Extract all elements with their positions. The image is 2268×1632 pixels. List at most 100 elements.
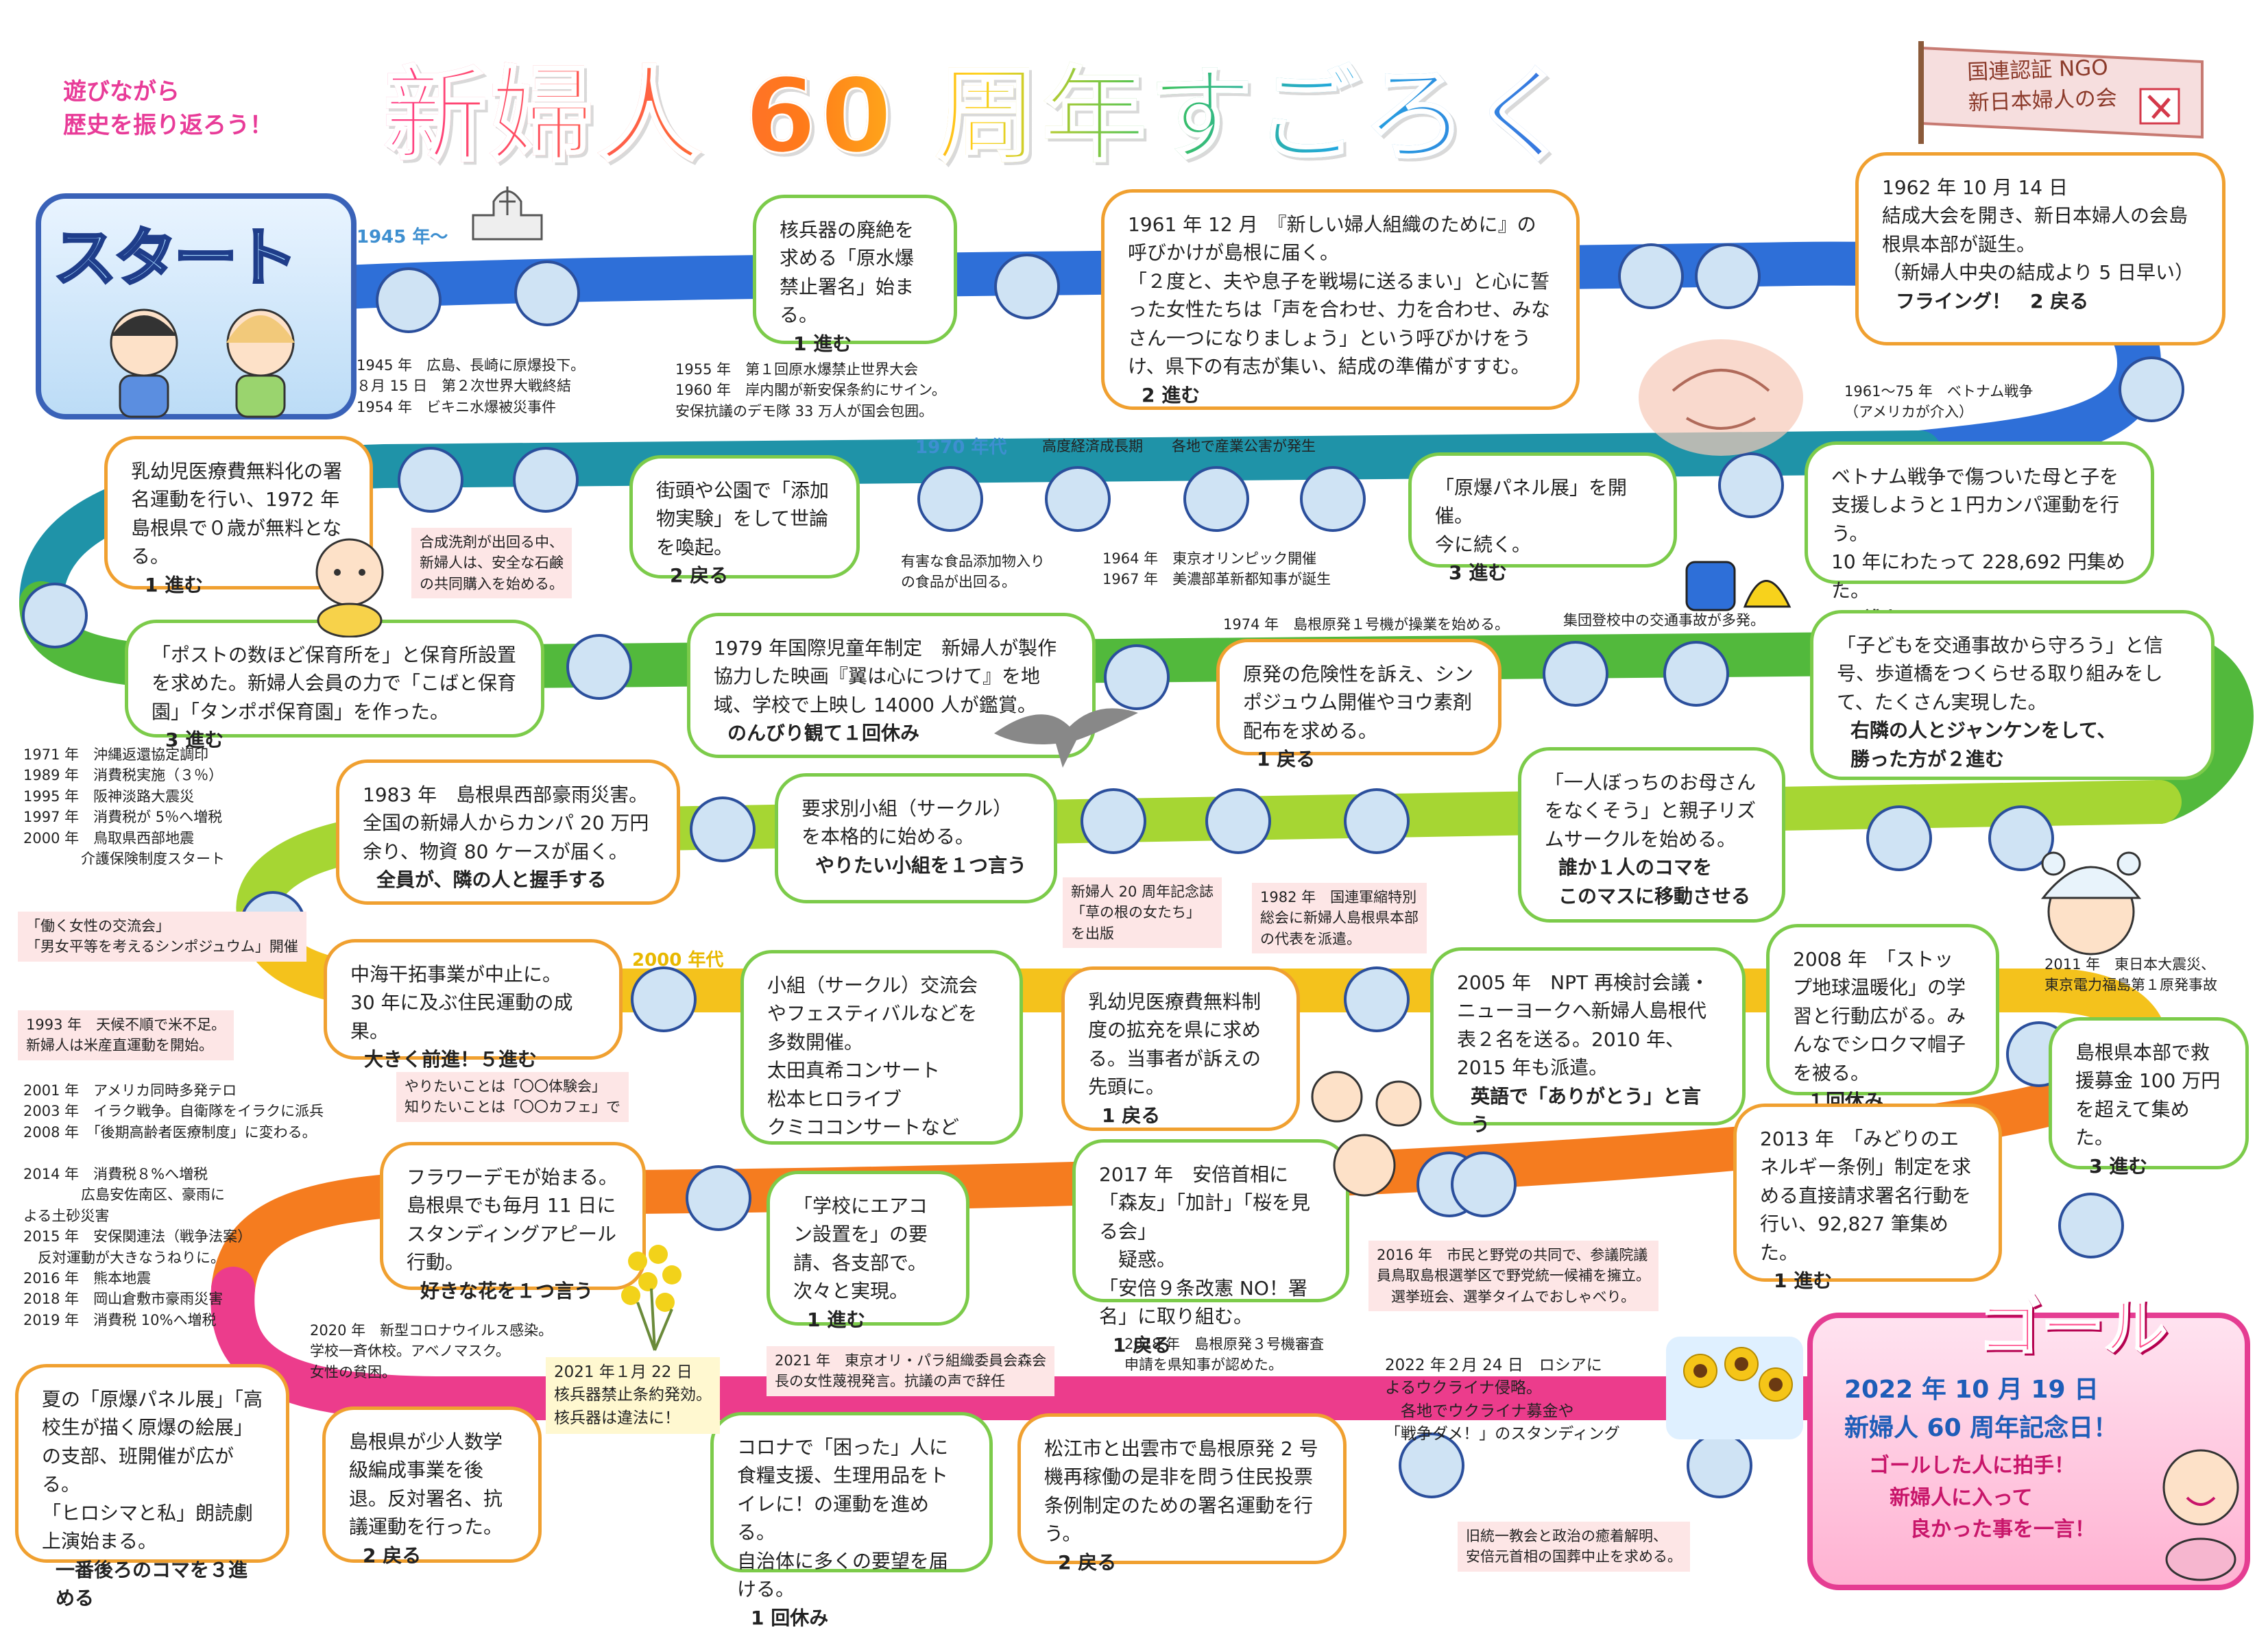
era-label-2000: 2000 年代 [632,950,724,971]
board-square[interactable] [1543,641,1608,707]
event-card[interactable]: 1961 年 12 月 『新しい婦人組織のために』の呼びかけが島根に届く。 「２… [1101,189,1580,410]
event-text: 松江市と出雲市で島根原発 2 号機再稼働の是非を問う住民投票条例制定のための署名… [1044,1437,1318,1546]
event-card[interactable]: 1962 年 10 月 14 日 結成大会を開き、新日本婦人の会島根県本部が誕生… [1855,152,2225,345]
board-square[interactable] [398,447,463,513]
event-text: 島根県が少人数学級編成事業を後退。反対署名、抗議運動を行った。 [349,1430,503,1539]
event-action: 2 進む [1142,383,1201,406]
board-square[interactable] [917,466,983,532]
history-note: 2011 年 東日本大震災、 東京電力福島第１原発事故 [2044,956,2217,994]
goal-date: 2022 年 10 月 19 日 新婦人 60 周年記念日！ [1844,1376,2119,1442]
board-square[interactable] [514,260,580,326]
event-action: 1 戻る [1102,1104,1161,1127]
event-card[interactable]: 2005 年 NPT 再検討会議・ニューヨークへ新婦人島根代表２名を送る。201… [1430,947,1746,1136]
event-card[interactable]: 松江市と出雲市で島根原発 2 号機再稼働の是非を問う住民投票条例制定のための署名… [1017,1413,1347,1574]
event-card[interactable]: 中海干拓事業が中止に。 30 年に及ぶ住民運動の成果。大きく前進！５進む [324,939,623,1071]
event-card[interactable]: 「学校にエアコン設置を」の要請、各支部で。次々と実現。1 進む [767,1171,969,1331]
event-card[interactable]: 「原爆パネル展」を開催。 今に続く。3 進む [1408,452,1677,584]
board-square[interactable] [1663,641,1729,707]
board-square[interactable] [566,634,632,700]
event-text: 原発の危険性を訴え、シンポジュウム開催やヨウ素剤配布を求める。 [1243,663,1474,742]
board-square[interactable] [1988,805,2054,871]
event-action: やりたい小組を１つ言う [815,853,1027,877]
event-text: コロナで「困った」人に食糧支援、生理用品をトイレに！の運動を進める。 自治体に多… [737,1436,949,1601]
event-text: 2017 年 安倍首相に「森友」「加計」「桜を見る会」 疑惑。 「安倍９条改憲 … [1099,1163,1311,1328]
board-square[interactable] [1695,243,1761,309]
board-square[interactable] [1104,644,1170,710]
history-note: 2018 年 島根原発３号機審査 申請を県知事が認めた。 [1124,1336,1325,1374]
event-card[interactable]: 原発の危険性を訴え、シンポジュウム開催やヨウ素剤配布を求める。1 戻る [1216,639,1501,770]
children-illustration-icon [110,308,295,418]
event-card[interactable]: 2008 年 「ストップ地球温暖化」の学習と行動広がる。みんなでシロクマ帽子を被… [1766,924,1999,1112]
board-square[interactable] [1205,788,1271,854]
board-square[interactable] [1344,966,1410,1032]
goal-text: ゴールした人に拍手！ 新婦人に入って 良かった事を一言！ [1869,1454,2095,1542]
event-card[interactable]: 「一人ぼっちのお母さんをなくそう」と親子リズムサークルを始める。誰か１人のコマを… [1518,747,1785,923]
board-square[interactable] [22,583,88,648]
event-card[interactable]: 島根県本部で救援募金 100 万円を超えて集めた。 3 進む [2049,1017,2249,1178]
baby-icon [315,538,384,637]
history-note: 1971 年 沖縄返還協定調印 1989 年 消費税実施（３％） 1995 年 … [23,746,225,868]
board-square[interactable] [1183,466,1249,532]
event-text: 2008 年 「ストップ地球温暖化」の学習と行動広がる。みんなでシロクマ帽子を被… [1793,948,1966,1084]
event-action: 3 進む [1449,561,1508,585]
history-note: 1945 年 広島、長崎に原爆投下。 ８月 15 日 第２次世界大戦終結 195… [357,357,586,415]
event-action: 一番後ろのコマを３進める [56,1558,248,1610]
board-square[interactable] [1687,1433,1752,1498]
event-text: 乳幼児医療費無料化の署名運動を行い、1972 年 島根県で０歳が無料となる。 [131,460,359,568]
history-note: 2022 年２月 24 日 ロシアに よるウクライナ侵略。 各地でウクライナ募金… [1385,1356,1620,1444]
event-text: 1979 年国際児童年制定 新婦人が製作協力した映画『翼は心につけて』を地域、学… [714,637,1057,716]
event-card[interactable]: 夏の「原爆パネル展」「高校生が描く原爆の絵展」の支部、班開催が広がる。 「ヒロシ… [15,1364,289,1609]
event-card[interactable]: 街頭や公園で「添加物実験」をして世論を喚起。2 戻る [629,455,860,587]
event-card[interactable]: 2017 年 安倍首相に「森友」「加計」「桜を見る会」 疑惑。 「安倍９条改憲 … [1072,1139,1349,1356]
event-card[interactable]: ベトナム戦争で傷ついた母と子を支援しようと１円カンパ運動を行う。 10 年にわた… [1805,441,2154,630]
board-square[interactable] [1399,1433,1464,1498]
board-square[interactable] [513,447,579,513]
event-text: 小組（サークル）交流会やフェスティバルなどを多数開催。 太田真希コンサート 松本… [767,974,978,1139]
board-square[interactable] [1045,466,1111,532]
board-square[interactable] [631,966,697,1032]
politicians-caricature-icon [1311,1071,1422,1197]
board-square[interactable] [1718,452,1784,518]
board-square[interactable] [1300,466,1366,532]
board-square[interactable] [2058,1193,2124,1258]
event-action: 2 戻る [363,1544,422,1567]
event-card[interactable]: 「ポストの数ほど保育所を」と保育所設置を求めた。新婦人会員の力で「こばと保育園」… [125,620,544,751]
event-card[interactable]: 2013 年 「みどりのエネルギー条例」制定を求める直接請求署名行動を行い、92… [1733,1104,2002,1292]
board-square[interactable] [1866,805,1932,871]
event-action: 3 進む [2089,1154,2148,1178]
event-card[interactable]: 島根県が少人数学級編成事業を後退。反対署名、抗議運動を行った。 2 戻る [322,1406,542,1567]
event-text: 夏の「原爆パネル展」「高校生が描く原爆の絵展」の支部、班開催が広がる。 「ヒロシ… [42,1388,263,1553]
event-card[interactable]: 1983 年 島根県西部豪雨災害。 全国の新婦人からカンパ 20 万円余り、物資… [336,759,680,905]
history-note: 1993 年 天候不順で米不足。 新婦人は米産直運動を開始。 [18,1010,234,1060]
event-card[interactable]: 小組（サークル）交流会やフェスティバルなどを多数開催。 太田真希コンサート 松本… [740,950,1023,1145]
board-square[interactable] [376,267,442,333]
board-square[interactable] [690,796,756,862]
board-square[interactable] [1344,788,1410,854]
event-card[interactable]: フラワーデモが始まる。島根県でも毎月 11 日にスタンディングアピール行動。好き… [380,1142,646,1302]
event-card[interactable]: 乳幼児医療費無料制度の拡充を県に求める。当事者が訴えの先頭に。1 戻る [1061,966,1300,1131]
era-label-1970: 1970 年代 [915,437,1007,458]
board-square[interactable] [994,254,1060,319]
event-text: 島根県本部で救援募金 100 万円を超えて集めた。 [2075,1041,2221,1149]
bird-icon [994,708,1138,768]
start-label: スタート [52,220,299,296]
event-card[interactable]: 1979 年国際児童年制定 新婦人が製作協力した映画『翼は心につけて』を地域、学… [687,613,1096,758]
event-card[interactable]: コロナで「困った」人に食糧支援、生理用品をトイレに！の運動を進める。 自治体に多… [710,1412,993,1629]
board-square[interactable] [2119,356,2184,422]
history-note: 2001 年 アメリカ同時多発テロ 2003 年 イラク戦争。自衛隊をイラクに派… [23,1082,324,1328]
board-square[interactable] [1451,1152,1517,1217]
event-card[interactable]: 「子どもを交通事故から守ろう」と信号、歩道橋をつくらせる取り組みをして、たくさん… [1810,610,2215,780]
board-square[interactable] [1081,788,1146,854]
board-square[interactable] [686,1165,751,1231]
event-text: 1962 年 10 月 14 日 結成大会を開き、新日本婦人の会島根県本部が誕生… [1882,176,2195,284]
event-text: 1961 年 12 月 『新しい婦人組織のために』の呼びかけが島根に届く。 「２… [1128,213,1551,378]
event-text: 「ポストの数ほど保育所を」と保育所設置を求めた。新婦人会員の力で「こばと保育園」… [152,644,517,723]
board-square[interactable] [1618,243,1684,309]
mother-child-sketch-icon [1639,339,1803,456]
page-title: 新婦人 60 周年すごろく [383,33,1578,182]
atomic-dome-icon [472,186,543,241]
history-note: 「働く女性の交流会」 「男女平等を考えるシンポジュウム」開催 [18,912,306,962]
event-action: 大きく前進！５進む [364,1048,538,1071]
event-card[interactable]: 要求別小組（サークル）を本格的に始める。やりたい小組を１つ言う [775,773,1057,903]
event-card[interactable]: 核兵器の廃絶を求める「原水爆禁止署名」始まる。1 進む [753,195,957,355]
